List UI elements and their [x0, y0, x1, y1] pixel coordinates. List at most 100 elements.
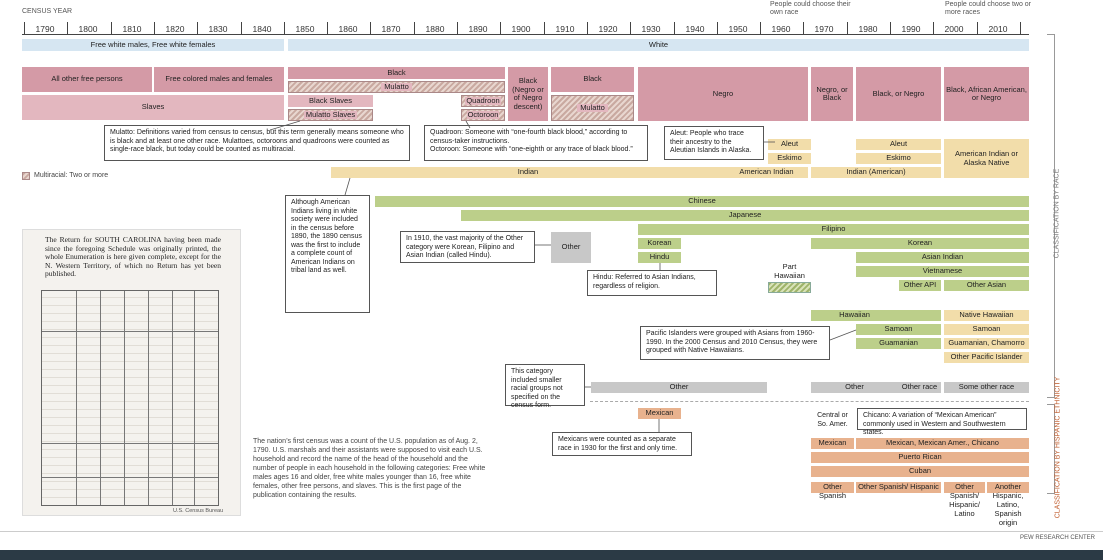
other-spanish-bar [811, 482, 854, 493]
other-pacific-bar: Other Pacific Islander [944, 352, 1029, 363]
guamanian-bar: Guamanian [856, 338, 941, 349]
year-tick [154, 22, 155, 35]
white-bar: White [288, 39, 1029, 51]
year-label: 1910 [555, 24, 575, 34]
another-hls-label: Another Hispanic, Latino, Spanish origin [992, 482, 1024, 527]
year-label: 1860 [338, 24, 358, 34]
year-tick [803, 22, 804, 35]
year-tick [370, 22, 371, 35]
footer-rule [0, 531, 1103, 532]
some-other-race-bar: Some other race [944, 382, 1029, 393]
year-label: 1950 [728, 24, 748, 34]
year-tick [197, 22, 198, 35]
year-tick [111, 22, 112, 35]
year-label: 1810 [122, 24, 142, 34]
other-asian-bar: Other Asian [944, 280, 1029, 291]
year-label: 1870 [381, 24, 401, 34]
source-label: PEW RESEARCH CENTER [1019, 535, 1095, 541]
document-caption: The nation’s first census was a count of… [253, 438, 486, 499]
year-tick [977, 22, 978, 35]
year-tick [674, 22, 675, 35]
other-1910-bar: Other [551, 232, 591, 263]
mexicans-note: Mexicans were counted as a separate race… [552, 432, 692, 456]
chicano-note: Chicano: A variation of “Mexican America… [857, 408, 1027, 436]
year-tick [457, 22, 458, 35]
race-bracket [1047, 34, 1055, 398]
year-label: 1940 [685, 24, 705, 34]
vietnamese-bar: Vietnamese [856, 266, 1029, 277]
korean-1920-bar: Korean [638, 238, 681, 249]
year-tick [760, 22, 761, 35]
negro-or-black-bar: Negro, or Black [811, 67, 853, 121]
year-label: 2010 [988, 24, 1008, 34]
quadroon-label: Quadroon [465, 95, 501, 106]
year-label: 1880 [425, 24, 445, 34]
year-label: 1920 [598, 24, 618, 34]
note-choose-two-races: People could choose two or more races [945, 1, 1031, 16]
year-tick [414, 22, 415, 35]
black-slaves-bar: Black Slaves [288, 95, 373, 107]
quadroon-octoroon-note: Quadroon: Someone with “one-fourth black… [424, 125, 648, 161]
eskimo-1980-bar: Eskimo [856, 153, 941, 164]
other-bar: Other [591, 382, 767, 393]
octoroon-bar: Octoroon [461, 109, 505, 121]
chinese-bar: Chinese [375, 196, 1029, 207]
year-axis-line [22, 34, 1029, 35]
year-label: 1900 [511, 24, 531, 34]
other-1910-note: In 1910, the vast majority of the Other … [400, 231, 535, 263]
indians-note: Although American Indians living in whit… [285, 195, 370, 313]
eskimo-1960-bar: Eskimo [768, 153, 811, 164]
mulatto-slaves-label: Mulatto Slaves [303, 109, 358, 120]
year-tick [1020, 22, 1021, 35]
other-1970-bar: Other [811, 382, 898, 393]
other-shl-bar [944, 482, 985, 493]
year-label: 1840 [252, 24, 272, 34]
japanese-bar: Japanese [461, 210, 1029, 221]
mulatto-1850-label: Mulatto [381, 82, 412, 92]
another-hls-bar [987, 482, 1029, 493]
part-hawaiian-bar [768, 282, 811, 293]
mulatto-1910-bar: Mulatto [551, 95, 634, 121]
year-tick [847, 22, 848, 35]
indian-american-bar: Indian (American) [811, 167, 941, 178]
mulatto-slaves-bar: Mulatto Slaves [288, 109, 373, 121]
year-label: 2000 [944, 24, 964, 34]
samoan-bar: Samoan [856, 324, 941, 335]
year-label: 1960 [771, 24, 791, 34]
quadroon-bar: Quadroon [461, 95, 505, 107]
hindu-note: Hindu: Referred to Asian Indians, regard… [587, 270, 717, 296]
year-tick [890, 22, 891, 35]
mexican-1930-bar: Mexican [638, 408, 681, 419]
octoroon-note-text: Octoroon: Someone with “one-eighth or an… [430, 146, 633, 153]
year-label: 1820 [165, 24, 185, 34]
year-label: 1890 [468, 24, 488, 34]
ai-alaska-bar: American Indian or Alaska Native [944, 139, 1029, 178]
samoan-2000-bar: Samoan [944, 324, 1029, 335]
year-label: 1970 [814, 24, 834, 34]
all-other-free-bar: All other free persons [22, 67, 152, 92]
hawaiian-1990-bar [898, 310, 941, 321]
aleut-1960-bar: Aleut [768, 139, 811, 150]
slaves-bar: Slaves [22, 95, 284, 120]
multiracial-legend-label: Multiracial: Two or more [34, 172, 109, 179]
cuban-bar: Cuban [811, 466, 1029, 477]
document-title: The Return for SOUTH CAROLINA having bee… [45, 235, 221, 278]
black-aa-negro-bar: Black, African American, or Negro [944, 67, 1029, 121]
year-label: 1800 [78, 24, 98, 34]
year-tick [327, 22, 328, 35]
document-table [41, 290, 219, 506]
aleut-note: Aleut: People who trace their ancestry t… [664, 126, 764, 160]
other-shl-label: Other Spanish/ Hispanic/ Latino [949, 482, 980, 518]
year-tick [544, 22, 545, 35]
document-credit: U.S. Census Bureau [173, 508, 224, 514]
part-hawaiian-label: Part Hawaiian [774, 262, 805, 280]
quadroon-note-text: Quadroon: Someone with “one-fourth black… [430, 129, 628, 145]
asian-indian-bar: Asian Indian [856, 252, 1029, 263]
mexican-1970-bar: Mexican [811, 438, 854, 449]
other-category-note: This category included smaller racial gr… [505, 364, 585, 409]
year-tick [241, 22, 242, 35]
mulatto-1910-label: Mulatto [577, 103, 608, 113]
year-label: 1850 [295, 24, 315, 34]
